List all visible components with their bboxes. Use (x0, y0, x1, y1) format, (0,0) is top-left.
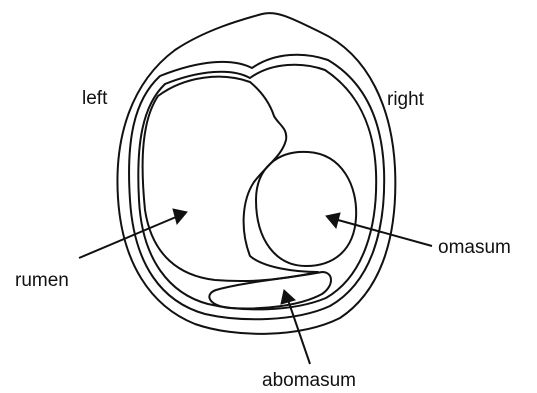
label-omasum: omasum (438, 237, 511, 258)
omasum-outline (256, 152, 356, 266)
label-right: right (387, 89, 425, 110)
label-left: left (82, 88, 108, 109)
label-rumen: rumen (15, 270, 69, 291)
omasum-arrow-line (338, 220, 432, 246)
rumen-arrow-head (173, 209, 187, 224)
rumen-outline (143, 77, 318, 281)
abomasum-arrow-head (281, 290, 295, 304)
label-abomasum: abomasum (262, 370, 356, 391)
omasum-arrow-head (326, 213, 340, 228)
